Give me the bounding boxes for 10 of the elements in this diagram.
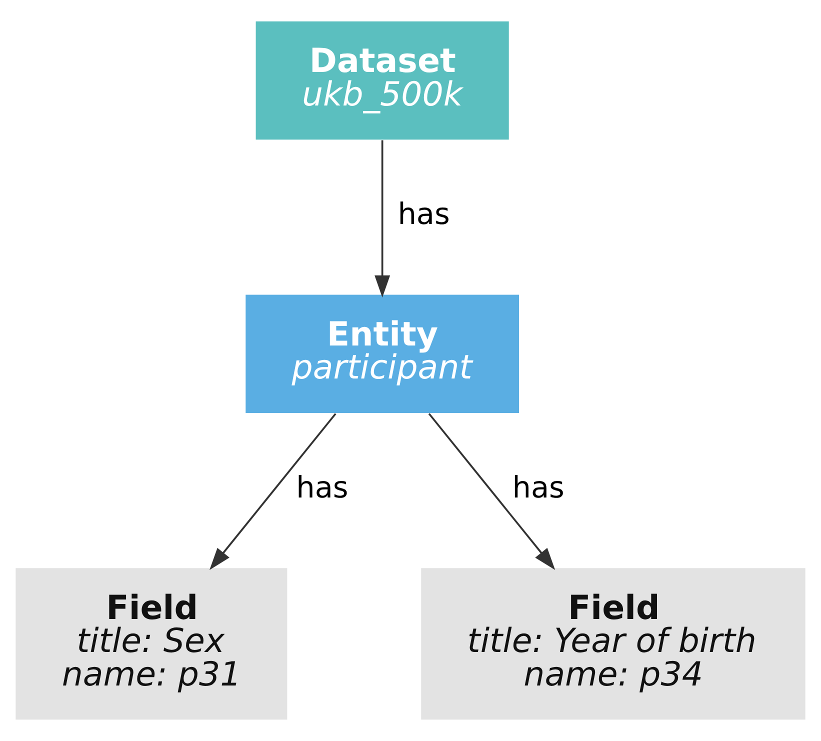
edge-label: has	[296, 470, 348, 505]
node-box: Dataset ukb_500k	[256, 21, 509, 140]
node-box: Field title: Sex name: p31	[16, 568, 288, 720]
edge-label: has	[398, 197, 450, 232]
node-box: Entity participant	[246, 294, 520, 413]
node-box: Field title: Year of birth name: p34	[421, 568, 806, 720]
edge-label: has	[512, 470, 564, 505]
arrow	[210, 413, 336, 570]
arrow	[428, 413, 556, 570]
arrow	[374, 140, 390, 298]
